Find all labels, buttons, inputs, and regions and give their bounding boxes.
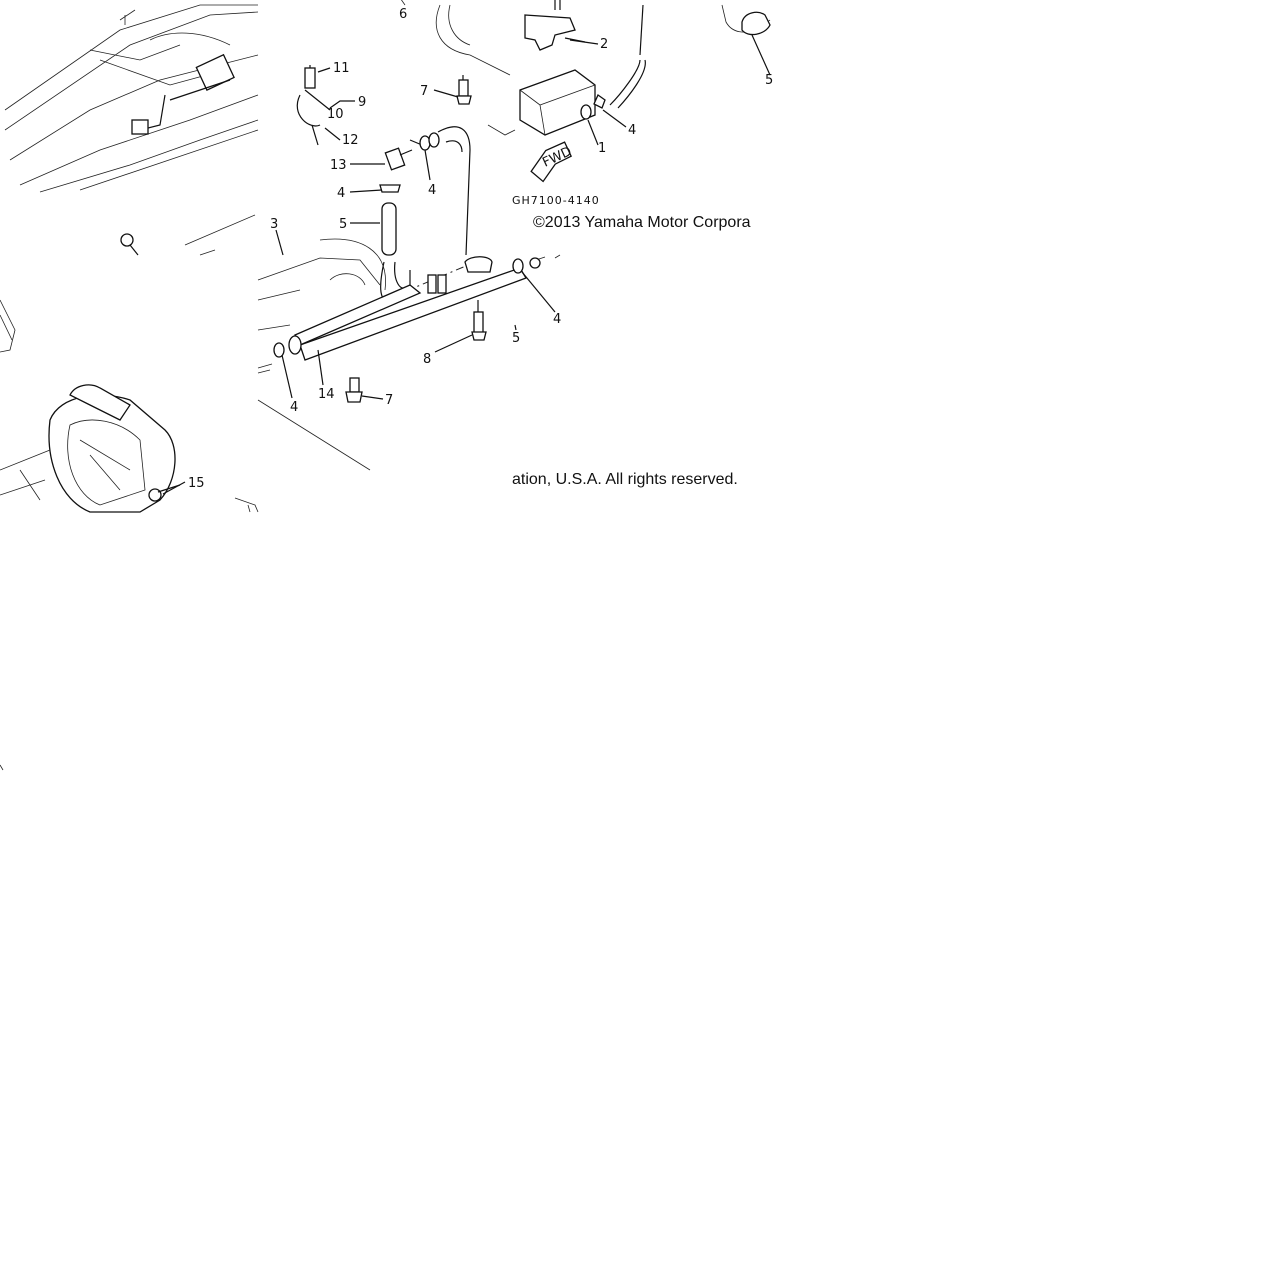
jet-pump-housing (0, 214, 259, 513)
callout-4: 4 (290, 400, 298, 415)
fwd-label: FWD (540, 144, 574, 170)
callout-7: 7 (420, 84, 428, 99)
callout-4: 4 (553, 312, 561, 327)
copyright-bottom: ation, U.S.A. All rights reserved. (512, 471, 738, 488)
hose-assembly (257, 0, 561, 471)
callout-8: 8 (423, 352, 431, 367)
callout-15: 15 (188, 476, 205, 491)
callout-5: 5 (765, 73, 773, 88)
canister-bracket (435, 0, 646, 136)
callout-12: 12 (342, 133, 359, 148)
callout-13: 13 (330, 158, 347, 173)
callout-3: 3 (270, 217, 278, 232)
callout-6: 6 (399, 7, 407, 22)
callout-2: 2 (600, 37, 608, 52)
callout-labels: 2 4 1 7 6 11 9 10 12 13 4 4 5 3 4 5 8 14… (188, 7, 773, 491)
callout-1: 1 (598, 141, 606, 156)
hull-top-view (4, 4, 259, 193)
callout-14: 14 (318, 387, 335, 402)
leader-lines (162, 39, 627, 495)
callout-9: 9 (358, 95, 366, 110)
fwd-arrow: FWD (530, 141, 574, 183)
callout-5: 5 (339, 217, 347, 232)
callout-4: 4 (628, 123, 636, 138)
callout-7: 7 (385, 393, 393, 408)
callout-4: 4 (428, 183, 436, 198)
right-hose-part (721, 4, 771, 76)
stray-mark (0, 764, 4, 771)
callout-11: 11 (333, 61, 350, 76)
drawing-code: GH7100-4140 (512, 194, 600, 207)
callout-10: 10 (327, 107, 344, 122)
copyright-top: ©2013 Yamaha Motor Corpora (533, 214, 751, 231)
callout-5: 5 (512, 331, 520, 346)
callout-4: 4 (337, 186, 345, 201)
